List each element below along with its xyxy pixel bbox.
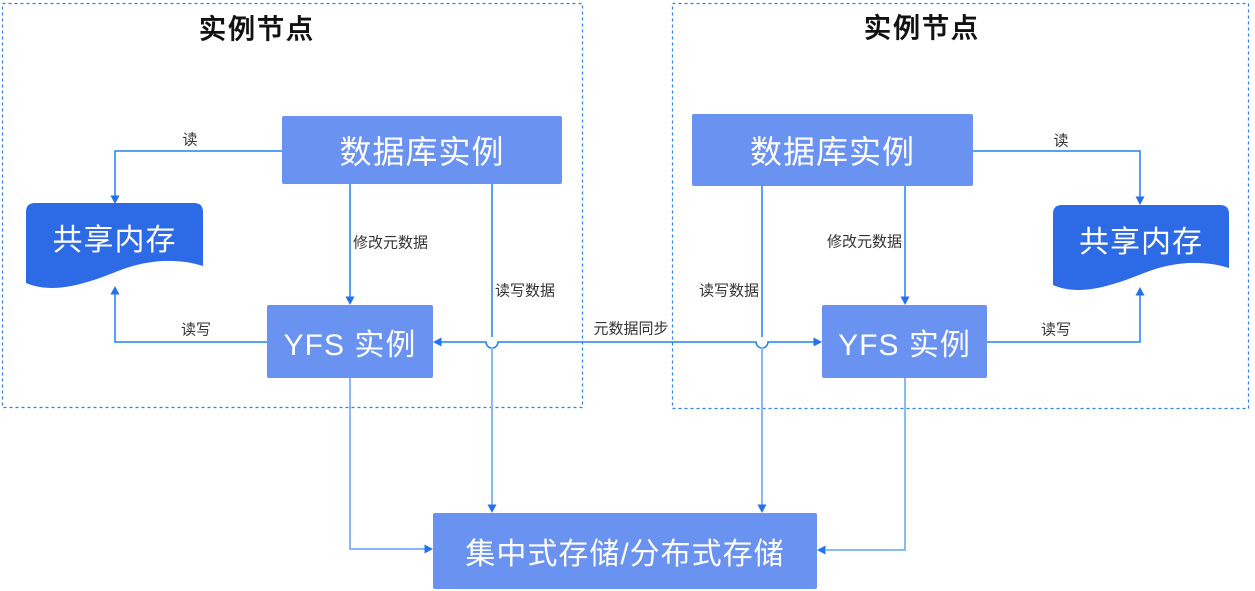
database-instance-box-right: 数据库实例	[692, 114, 973, 186]
edge-label-read-write-left: 读写	[180, 321, 212, 339]
edge-label-read-left: 读	[182, 131, 198, 149]
edge-label-read-write-data-right: 读写数据	[698, 282, 759, 300]
arrowhead-storage-right	[817, 545, 826, 555]
instance-node-border-right	[671, 2, 1250, 410]
arrowheads	[110, 195, 1145, 555]
arrowhead-sync-left	[433, 337, 442, 347]
storage-box: 集中式存储/分布式存储	[433, 513, 817, 589]
shared-memory-shape-right	[1053, 205, 1229, 290]
edge-label-read-right: 读	[1053, 132, 1069, 150]
arrowhead-read-write-left	[110, 286, 120, 295]
connector-read-left	[114, 150, 282, 196]
yfs-instance-box-left: YFS 实例	[267, 305, 433, 378]
connector-read-write-left	[114, 294, 267, 343]
connector-read-write-right	[987, 295, 1141, 343]
arrowhead-modify-left	[345, 296, 355, 305]
connector-yfs-to-storage-left	[349, 378, 425, 550]
arrowhead-read-left	[110, 195, 120, 204]
right-node-title: 实例节点	[864, 13, 980, 44]
arrowhead-read-right	[1135, 196, 1145, 205]
edge-label-metadata-sync: 元数据同步	[593, 320, 669, 338]
shared-memory-shape-left	[26, 203, 203, 288]
arrowhead-storage-left	[424, 544, 433, 554]
edge-label-modify-metadata-right: 修改元数据	[826, 233, 902, 251]
edge-label-read-write-data-left: 读写数据	[495, 282, 556, 300]
left-node-title: 实例节点	[199, 14, 315, 45]
connector-read-right	[973, 150, 1141, 197]
arrowhead-rwdata-left	[487, 504, 497, 513]
edge-label-read-write-right: 读写	[1040, 321, 1072, 339]
arrowhead-read-write-right	[1135, 287, 1145, 296]
arrowhead-modify-right	[900, 296, 910, 305]
connectors-dark	[114, 150, 1141, 349]
shared-memory-label-right: 共享内存	[1079, 226, 1203, 259]
instance-node-border-left	[1, 2, 584, 409]
connectors-light	[349, 347, 906, 551]
shared-memory-label-left: 共享内存	[52, 224, 177, 257]
yfs-instance-box-right: YFS 实例	[822, 305, 987, 378]
connector-yfs-to-storage-right	[826, 378, 906, 551]
connector-metadata-sync	[441, 341, 814, 349]
arrowhead-sync-right	[813, 337, 822, 347]
database-instance-box-left: 数据库实例	[282, 116, 562, 184]
arrowhead-rwdata-right	[757, 504, 767, 513]
edge-label-modify-metadata-left: 修改元数据	[353, 234, 429, 252]
